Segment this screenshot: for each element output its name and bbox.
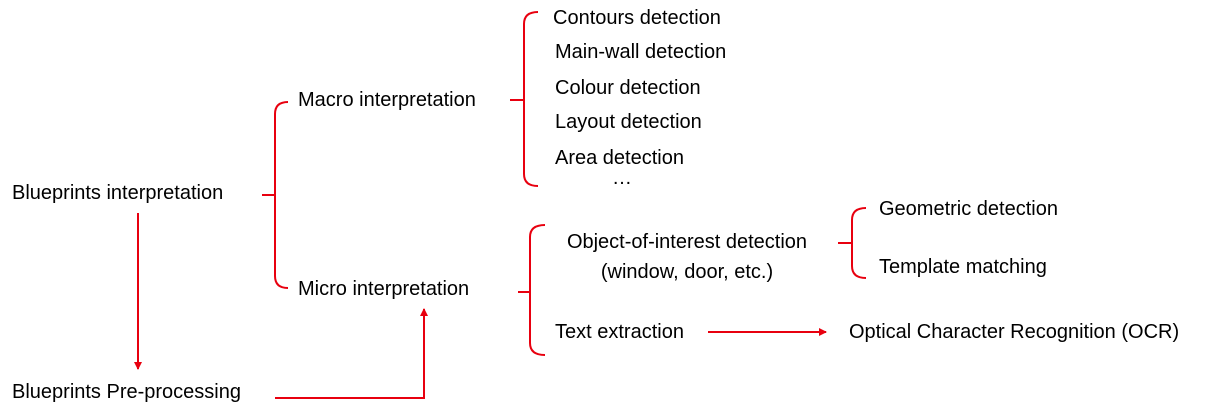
macro-child: Main-wall detection	[555, 41, 727, 63]
node-micro-interpretation: Micro interpretation	[298, 278, 470, 300]
node-geometric-detection: Geometric detection	[879, 198, 1058, 220]
macro-child: Colour detection	[555, 77, 701, 99]
node-ocr: Optical Character Recognition (OCR)	[849, 321, 1180, 343]
root-bracket	[262, 101, 289, 289]
node-object-detection-line1: Object-of-interest detection	[566, 231, 808, 253]
macro-child: Contours detection	[553, 7, 721, 29]
node-macro-interpretation: Macro interpretation	[298, 89, 476, 111]
macro-child: Area detection	[555, 147, 684, 169]
node-object-detection-line2: (window, door, etc.)	[600, 261, 774, 283]
macro-bracket	[510, 11, 539, 187]
node-blueprints-interpretation: Blueprints interpretation	[12, 182, 224, 204]
node-blueprints-preprocessing: Blueprints Pre-processing	[12, 381, 241, 403]
micro-bracket	[518, 224, 546, 356]
arrow-preprocessing-to-micro	[275, 308, 428, 399]
macro-child-ellipsis: …	[612, 167, 632, 189]
macro-child: Layout detection	[555, 111, 702, 133]
node-text-extraction: Text extraction	[555, 321, 684, 343]
object-detection-bracket	[838, 207, 867, 279]
node-template-matching: Template matching	[879, 256, 1047, 278]
